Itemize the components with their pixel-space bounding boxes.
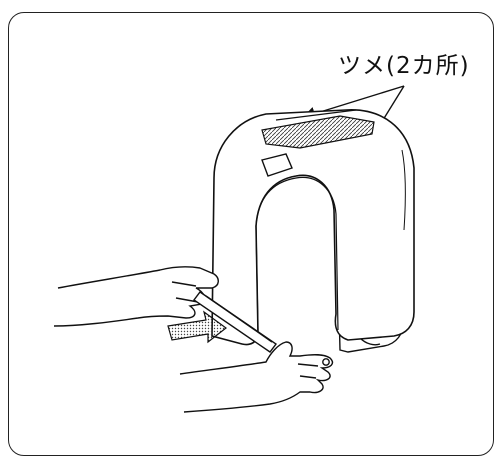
front-cover bbox=[211, 109, 415, 346]
pull-direction-arrow bbox=[167, 310, 227, 344]
lower-hand bbox=[179, 341, 334, 413]
upper-hand bbox=[53, 265, 219, 327]
cover-window bbox=[261, 153, 293, 177]
cover-bottom-rail bbox=[193, 291, 277, 353]
claw-callout-label: ツメ(2カ所) bbox=[338, 53, 470, 79]
